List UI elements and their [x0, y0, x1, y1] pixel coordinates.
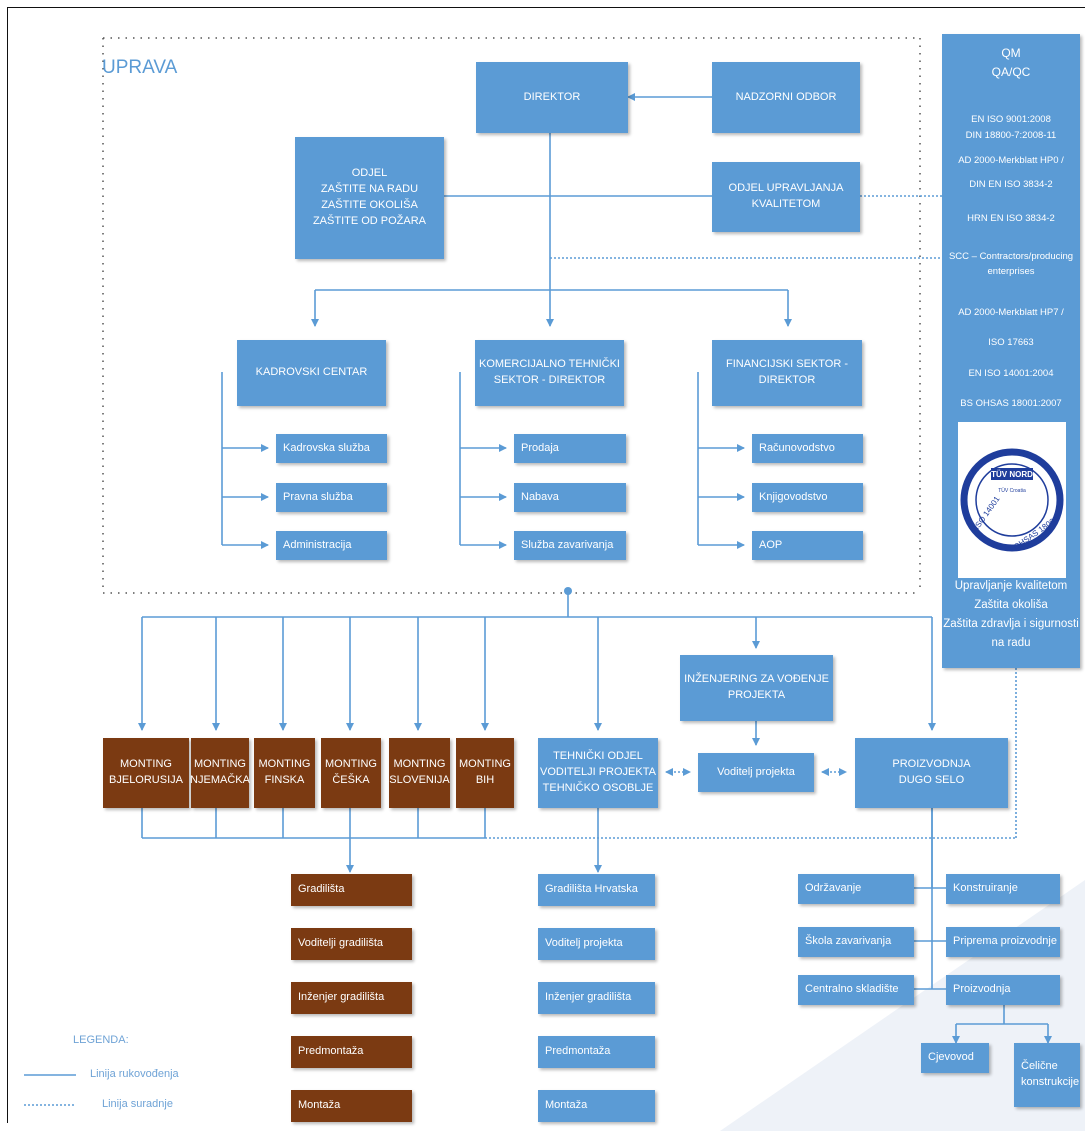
logo-text: TÜV NORD	[991, 470, 1033, 479]
proizvodnja-left-item[interactable]: Održavanje	[798, 874, 914, 904]
tehnicki-item[interactable]: Montaža	[538, 1090, 655, 1122]
voditelj-projekta-box[interactable]: Voditelj projekta	[698, 753, 814, 792]
financijski-item[interactable]: AOP	[752, 531, 863, 560]
proizvodnja-bottom-item[interactable]: Čelične konstrukcije	[1014, 1043, 1080, 1107]
proizvodnja-right-item[interactable]: Priprema proizvodnje	[946, 927, 1060, 957]
kadrovski-centar-box[interactable]: KADROVSKI CENTAR	[237, 340, 386, 406]
proizvodnja-box[interactable]: PROIZVODNJA DUGO SELO	[855, 738, 1008, 808]
monting-box[interactable]: MONTING NJEMAČKA	[190, 738, 250, 808]
qm-standard: BS OHSAS 18001:2007	[960, 398, 1062, 409]
legend-title: LEGENDA:	[73, 1034, 129, 1046]
qm-title: QM QA/QC	[991, 46, 1031, 80]
qm-standard: EN ISO 14001:2004	[968, 368, 1054, 379]
legend-dotted-label: Linija suradnje	[102, 1098, 173, 1110]
qm-standard: HRN EN ISO 3834-2	[967, 213, 1055, 224]
qm-standard: SCC – Contractors/producing	[948, 251, 1074, 262]
tehnicki-item[interactable]: Voditelj projekta	[538, 928, 655, 960]
legend-solid-label: Linija rukovođenja	[90, 1068, 179, 1080]
qm-standard: ISO 17663	[988, 337, 1034, 348]
monting-box[interactable]: MONTING SLOVENIJA	[389, 738, 450, 808]
inzenjering-box[interactable]: INŽENJERING ZA VOĐENJE PROJEKTA	[680, 655, 833, 721]
monting-item[interactable]: Voditelji gradilišta	[291, 928, 412, 960]
qm-standard: AD 2000-Merkblatt HP7 /	[958, 307, 1064, 318]
monting-item[interactable]: Montaža	[291, 1090, 412, 1122]
odjel-kvalitete-box[interactable]: ODJEL UPRAVLJANJA KVALITETOM	[712, 162, 860, 232]
kadrovski-item[interactable]: Kadrovska služba	[276, 434, 387, 463]
frame-border	[7, 7, 1085, 1123]
proizvodnja-bottom-item[interactable]: Cjevovod	[921, 1043, 989, 1073]
qm-footer: Upravljanje kvalitetom Zaštita okoliša Z…	[943, 580, 1079, 649]
tuv-nord-logo: TÜV NORD TÜV Croatia ISO 14001 OHSAS 180…	[958, 422, 1066, 578]
monting-item[interactable]: Inženjer gradilišta	[291, 982, 412, 1014]
direktor-box[interactable]: DIREKTOR	[476, 62, 628, 133]
monting-box[interactable]: MONTING ČEŠKA	[321, 738, 381, 808]
qm-standard: AD 2000-Merkblatt HP0 /	[958, 155, 1064, 166]
qm-standard: EN ISO 9001:2008	[971, 114, 1051, 125]
tehnicki-item[interactable]: Gradilišta Hrvatska	[538, 874, 655, 906]
monting-box[interactable]: MONTING BJELORUSIJA	[103, 738, 189, 808]
kadrovski-item[interactable]: Pravna služba	[276, 483, 387, 512]
financijski-item[interactable]: Knjigovodstvo	[752, 483, 863, 512]
qm-standard: DIN EN ISO 3834-2	[969, 179, 1053, 190]
odjel-zastite-box[interactable]: ODJEL ZAŠTITE NA RADU ZAŠTITE OKOLIŠA ZA…	[295, 137, 444, 259]
financijski-sektor-box[interactable]: FINANCIJSKI SEKTOR - DIREKTOR	[712, 340, 862, 406]
qm-standard: DIN 18800-7:2008-11	[965, 130, 1057, 141]
komercijalni-item[interactable]: Nabava	[514, 483, 626, 512]
komercijalni-sektor-box[interactable]: KOMERCIJALNO TEHNIČKI SEKTOR - DIREKTOR	[475, 340, 624, 406]
tehnicki-item[interactable]: Inženjer gradilišta	[538, 982, 655, 1014]
monting-item[interactable]: Gradilišta	[291, 874, 412, 906]
financijski-item[interactable]: Računovodstvo	[752, 434, 863, 463]
proizvodnja-left-item[interactable]: Škola zavarivanja	[798, 927, 914, 957]
tehnicki-odjel-box[interactable]: TEHNIČKI ODJEL VODITELJI PROJEKTA TEHNIČ…	[538, 738, 658, 808]
proizvodnja-right-item[interactable]: Proizvodnja	[946, 975, 1060, 1005]
tehnicki-item[interactable]: Predmontaža	[538, 1036, 655, 1068]
qm-standard: enterprises	[987, 266, 1035, 277]
uprava-title: UPRAVA	[102, 57, 178, 78]
nadzorni-odbor-box[interactable]: NADZORNI ODBOR	[712, 62, 860, 133]
kadrovski-item[interactable]: Administracija	[276, 531, 387, 560]
monting-item[interactable]: Predmontaža	[291, 1036, 412, 1068]
certification-seal-icon: TÜV NORD TÜV Croatia ISO 14001 OHSAS 180…	[960, 448, 1064, 552]
komercijalni-item[interactable]: Prodaja	[514, 434, 626, 463]
proizvodnja-right-item[interactable]: Konstruiranje	[946, 874, 1060, 904]
monting-box[interactable]: MONTING FINSKA	[254, 738, 315, 808]
svg-text:TÜV Croatia: TÜV Croatia	[998, 487, 1026, 494]
proizvodnja-left-item[interactable]: Centralno skladište	[798, 975, 914, 1005]
junction-dot	[564, 587, 572, 595]
monting-box[interactable]: MONTING BIH	[456, 738, 514, 808]
komercijalni-item[interactable]: Služba zavarivanja	[514, 531, 626, 560]
